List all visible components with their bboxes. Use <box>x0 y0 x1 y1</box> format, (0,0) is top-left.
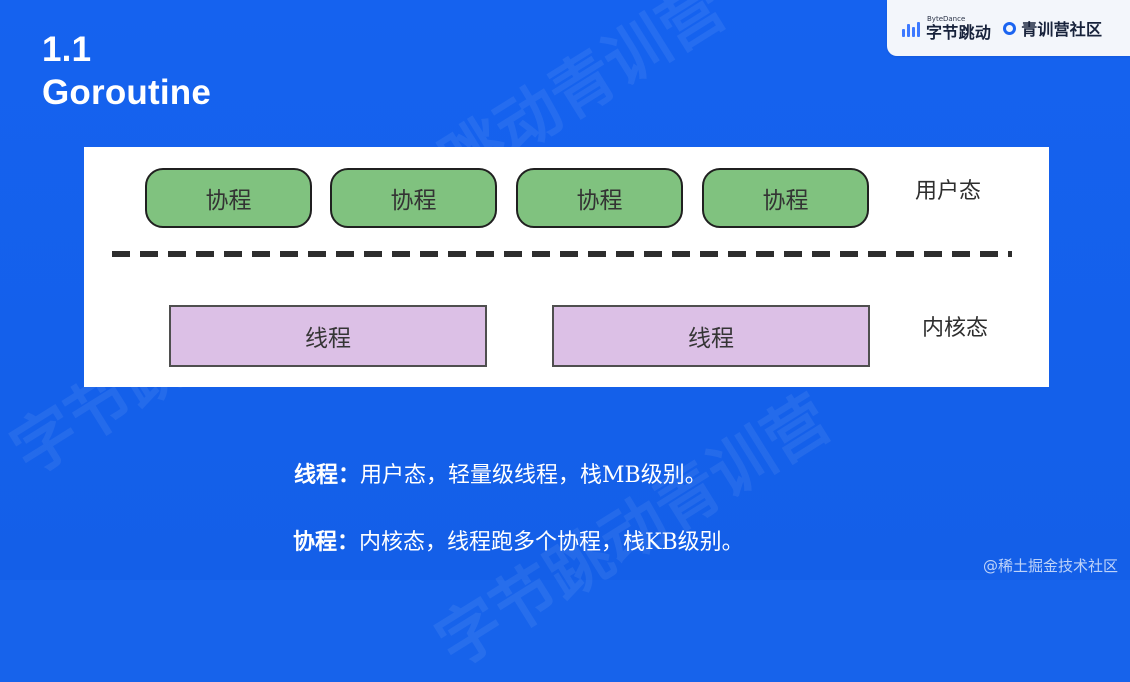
coroutine-label: 协程 <box>205 188 252 214</box>
page-title-line-1: 1.1 <box>42 30 92 69</box>
thread-note-label: 线程： <box>294 462 361 488</box>
camp-brand: 青训营社区 <box>1003 16 1102 40</box>
coroutine-box: 协程 <box>330 168 497 228</box>
camp-name: 青训营社区 <box>1021 20 1103 39</box>
coroutine-note: 协程：内核态，线程跑多个协程，栈KB级别。 <box>293 529 744 556</box>
coroutine-note-label: 协程： <box>293 529 360 555</box>
coroutine-label: 协程 <box>762 188 809 214</box>
coroutine-label: 协程 <box>576 188 623 214</box>
bytedance-small-label: ByteDance <box>927 14 966 23</box>
user-mode-label: 用户态 <box>915 179 982 204</box>
ring-icon <box>1003 21 1017 35</box>
page-title: 1.1 Goroutine <box>42 28 211 114</box>
mode-separator-dashed-line <box>112 251 1012 257</box>
thread-label: 线程 <box>688 326 734 352</box>
bytedance-cn-label: 字节跳动 <box>926 22 992 42</box>
source-watermark: @稀土掘金技术社区 <box>982 557 1118 575</box>
coroutine-label: 协程 <box>390 188 437 214</box>
bytedance-wordmark: ByteDance 字节跳动 <box>926 14 992 42</box>
coroutine-note-text: 内核态，线程跑多个协程，栈KB级别。 <box>359 530 744 555</box>
coroutine-box: 协程 <box>145 168 312 228</box>
thread-label: 线程 <box>305 326 351 352</box>
thread-note-text: 用户态，轻量级线程，栈MB级别。 <box>360 463 707 488</box>
coroutine-box: 协程 <box>702 168 869 228</box>
kernel-mode-label: 内核态 <box>922 316 989 341</box>
thread-note: 线程：用户态，轻量级线程，栈MB级别。 <box>294 462 707 489</box>
thread-box: 线程 <box>552 305 870 367</box>
bytedance-brand: ByteDance 字节跳动 <box>902 14 992 42</box>
diagram-panel: 协程 协程 协程 协程 用户态 线程 线程 内核态 <box>84 147 1049 387</box>
bytedance-bars-icon <box>902 19 920 37</box>
page-title-line-2: Goroutine <box>42 73 212 112</box>
coroutine-box: 协程 <box>516 168 683 228</box>
brand-header: ByteDance 字节跳动 青训营社区 <box>887 0 1130 56</box>
thread-box: 线程 <box>169 305 487 367</box>
